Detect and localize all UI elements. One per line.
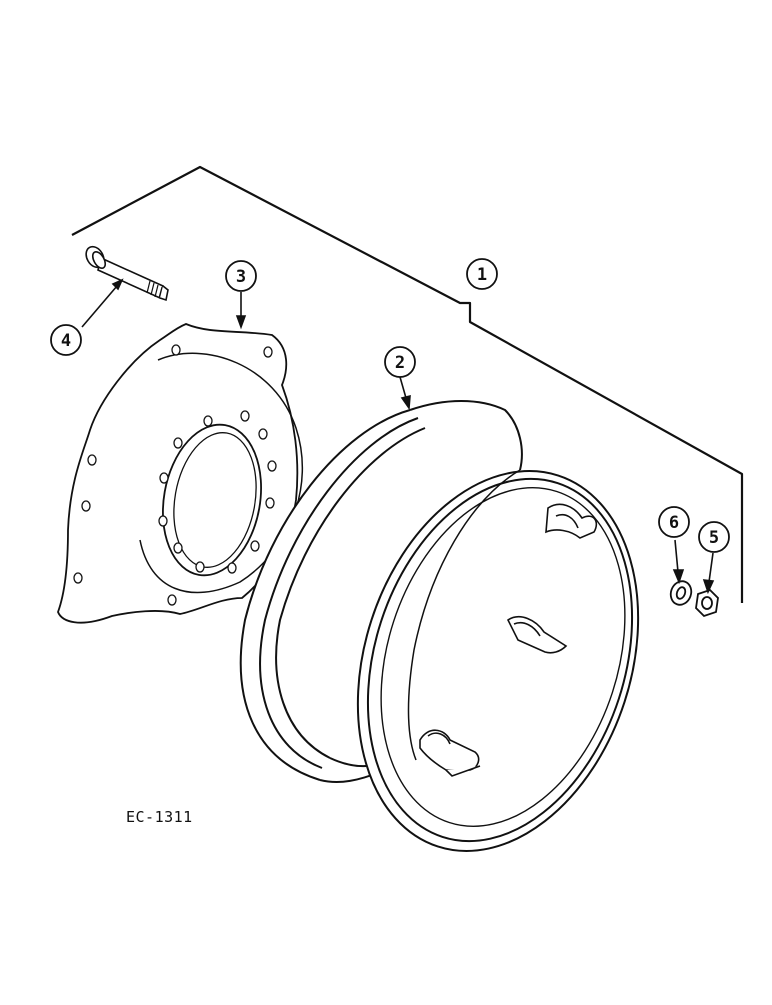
callout-4: 4 <box>50 324 82 356</box>
callout-3: 3 <box>225 260 257 292</box>
callout-3-circle <box>225 260 257 292</box>
callout-1: 1 <box>466 258 498 290</box>
rim-lug-upper <box>545 503 598 539</box>
callout-2-circle <box>384 346 416 378</box>
callout-1-label: 1 <box>477 265 487 285</box>
rim-lug-lower <box>419 729 481 777</box>
callout-5-circle <box>698 521 730 553</box>
callout-3-label: 3 <box>236 267 246 287</box>
callout-6: 6 <box>658 506 690 538</box>
nut-part <box>695 588 719 618</box>
wheel-rim-part <box>239 400 640 852</box>
callout-4-circle <box>50 324 82 356</box>
drawing-code: EC-1311 <box>126 808 193 826</box>
callout-5-label: 5 <box>709 528 719 548</box>
washer-part <box>669 580 693 606</box>
assembly-bracket-line <box>71 165 744 603</box>
callout-2: 2 <box>384 346 416 378</box>
callout-6-circle <box>658 506 690 538</box>
callout-4-label: 4 <box>61 331 71 351</box>
rim-lug-middle <box>506 616 568 654</box>
callout-5: 5 <box>698 521 730 553</box>
callout-1-circle <box>466 258 498 290</box>
callout-6-label: 6 <box>669 513 679 533</box>
bolt-part <box>85 245 169 302</box>
callout-2-label: 2 <box>395 353 405 373</box>
callout-leaders <box>81 278 715 595</box>
